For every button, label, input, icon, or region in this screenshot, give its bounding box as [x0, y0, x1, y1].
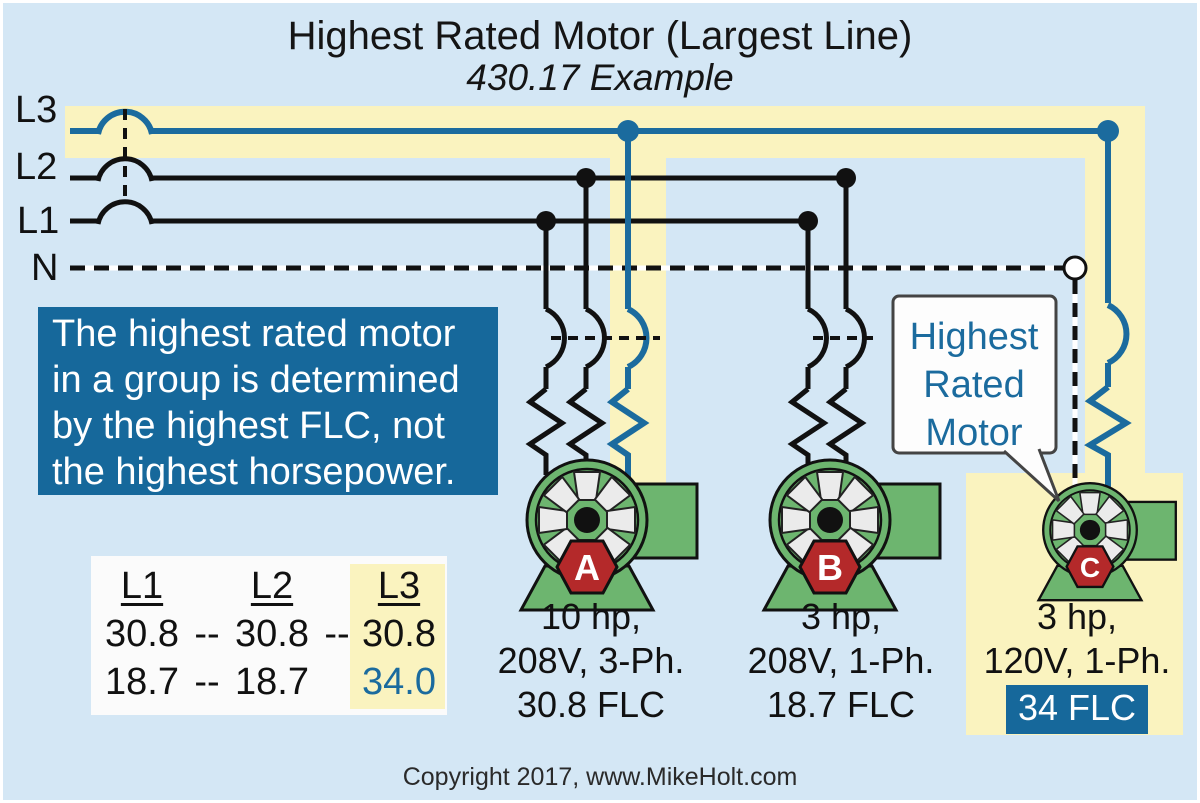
- flc-row2-sep1: --: [194, 661, 220, 703]
- flc-table: L1 L2 L3 30.8 -- 30.8 -- 30.8 18.7 -- 18…: [91, 556, 447, 715]
- one-line-diagram: A B C Highest Rated Motor: [70, 108, 1177, 612]
- bus-label-n: N: [31, 247, 59, 289]
- motor-b-flc: 18.7 FLC: [766, 684, 916, 725]
- info-box: The highest rated motor in a group is de…: [38, 307, 498, 495]
- motor-a-flc: 30.8 FLC: [516, 684, 666, 725]
- motor-c-volt: 120V, 1-Ph.: [983, 640, 1171, 681]
- flc-row1-l2: 30.8: [235, 613, 309, 655]
- motor-a-badge: A: [574, 547, 600, 588]
- motor-b-volt: 208V, 1-Ph.: [747, 640, 935, 681]
- flc-row1-sep1: --: [194, 613, 220, 655]
- flc-row2-l2: 18.7: [235, 661, 309, 703]
- motor-a-label: 10 hp, 208V, 3-Ph. 30.8 FLC: [461, 595, 721, 727]
- flc-row2-l3: 34.0: [362, 661, 436, 703]
- callout-line-3: Motor: [925, 412, 1022, 454]
- highlight-motor-c-l3-drop: [1085, 158, 1145, 476]
- flc-table-grid: L1 L2 L3 30.8 -- 30.8 -- 30.8 18.7 -- 18…: [99, 562, 439, 706]
- callout-highest-rated-motor: Highest Rated Motor: [891, 294, 1061, 503]
- branch-motor-a: [525, 131, 660, 479]
- flc-row1-sep2: --: [324, 613, 350, 655]
- flc-header-l1: L1: [120, 565, 164, 607]
- page-subtitle: 430.17 Example: [466, 57, 734, 98]
- flc-table-l3-highlight: [350, 564, 445, 709]
- info-line-1: The highest rated motor: [52, 313, 456, 355]
- main-breaker: [95, 108, 155, 225]
- motor-b-badge: B: [817, 547, 843, 588]
- motor-c: C: [1037, 482, 1177, 602]
- bus-label-l3: L3: [15, 89, 58, 131]
- motor-a-hp: 10 hp,: [540, 596, 642, 637]
- info-line-4: the highest horsepower.: [52, 451, 456, 493]
- info-line-3: by the highest FLC, not: [52, 405, 445, 447]
- bus-label-l1: L1: [17, 200, 60, 242]
- flc-header-l3: L3: [377, 565, 421, 607]
- motor-b-label: 3 hp, 208V, 1-Ph. 18.7 FLC: [711, 595, 971, 727]
- flc-row1-l1: 30.8: [105, 613, 179, 655]
- page-title: Highest Rated Motor (Largest Line): [287, 14, 913, 58]
- motor-c-badge: C: [1080, 552, 1100, 583]
- motor-b: B: [762, 458, 942, 612]
- motor-a-volt: 208V, 3-Ph.: [497, 640, 685, 681]
- highlight-motor-a-l3-drop: [610, 158, 666, 488]
- flc-header-l2: L2: [250, 565, 294, 607]
- flc-row2-l1: 18.7: [105, 661, 179, 703]
- branch-motor-b: [787, 178, 873, 471]
- motor-c-flc-badge: 34 FLC: [1005, 685, 1149, 734]
- connection-dots: [536, 120, 1119, 281]
- motor-c-label: 3 hp, 120V, 1-Ph. 34 FLC: [963, 595, 1191, 734]
- info-line-2: in a group is determined: [52, 359, 460, 401]
- branch-motor-c: [1072, 131, 1132, 503]
- flc-row1-l3: 30.8: [362, 613, 436, 655]
- copyright-text: Copyright 2017, www.MikeHolt.com: [402, 763, 798, 791]
- motor-c-hp: 3 hp,: [1036, 596, 1118, 637]
- motor-a: A: [519, 458, 699, 612]
- callout-line-2: Rated: [923, 364, 1024, 406]
- callout-line-1: Highest: [910, 316, 1039, 358]
- motor-b-hp: 3 hp,: [800, 596, 882, 637]
- bus-label-l2: L2: [15, 146, 58, 188]
